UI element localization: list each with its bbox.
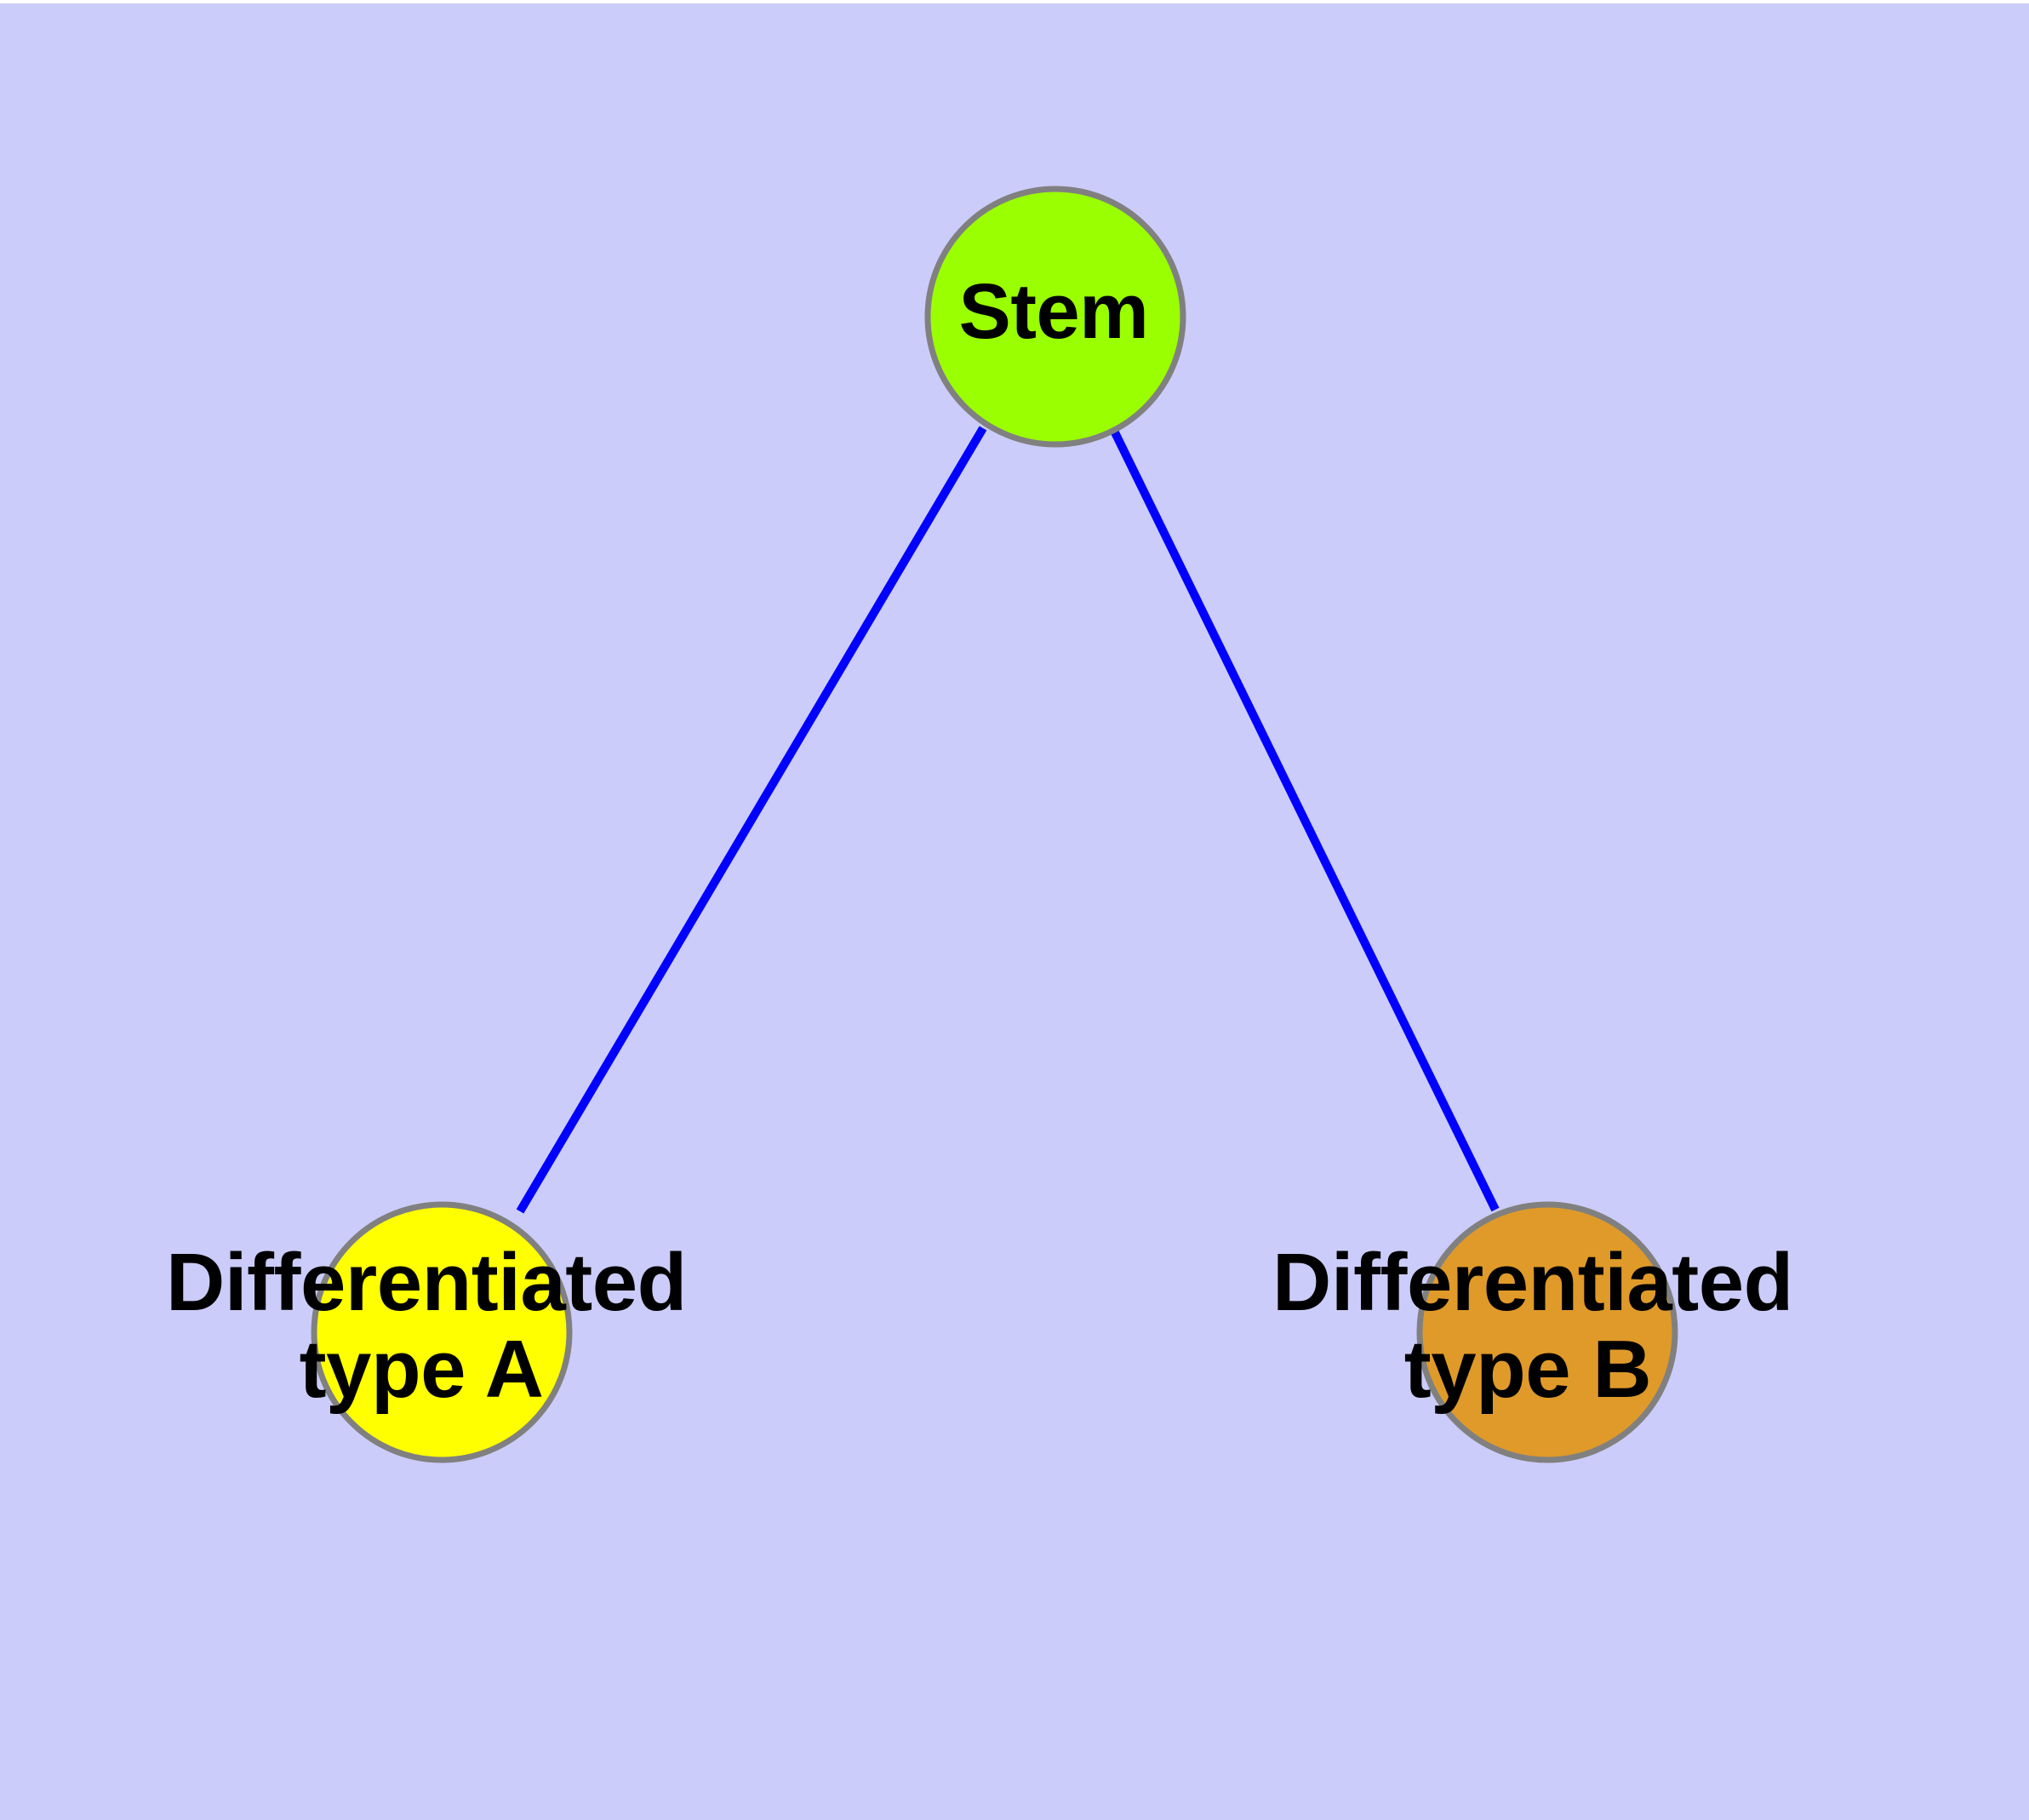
- edges-group: [516, 426, 1500, 1214]
- node-differentiated-type-b[interactable]: [1416, 1201, 1678, 1463]
- node-differentiated-type-a[interactable]: [311, 1201, 573, 1463]
- node-stem[interactable]: [924, 186, 1186, 448]
- edge-stem-to-diff-a[interactable]: [516, 426, 987, 1214]
- nodes-group: [311, 186, 1678, 1463]
- edge-stem-to-diff-b[interactable]: [1111, 430, 1500, 1212]
